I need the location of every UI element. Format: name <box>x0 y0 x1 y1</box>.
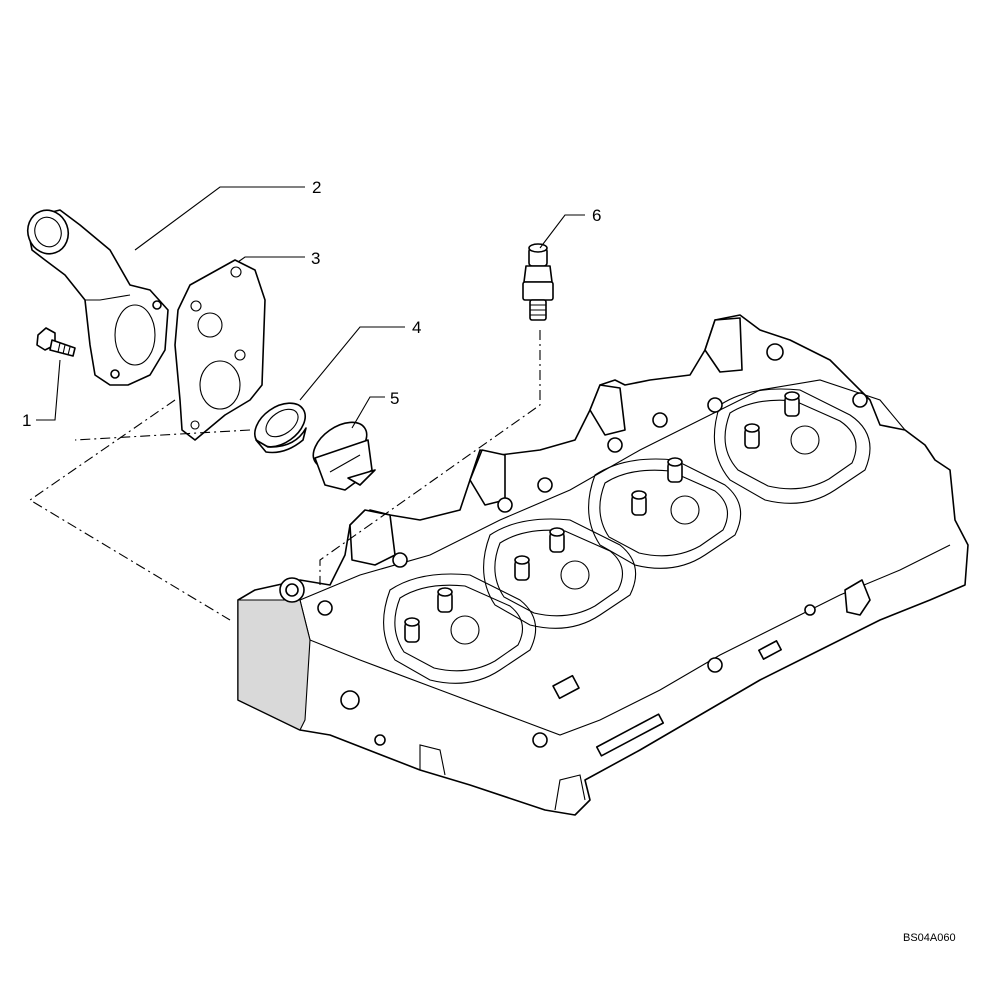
valve-chamber-1 <box>383 573 537 684</box>
valve-chamber-4 <box>713 388 871 504</box>
leader-lines <box>36 186 585 429</box>
assembly-centrelines <box>28 330 541 621</box>
valve-chamber-2 <box>483 518 637 629</box>
callout-3: 3 <box>311 249 320 268</box>
callout-2: 2 <box>312 178 321 197</box>
seal-ring <box>254 402 307 454</box>
callout-1: 1 <box>22 411 31 430</box>
temperature-sender <box>522 243 554 321</box>
thermostat <box>312 421 376 491</box>
cylinder-head <box>237 314 969 816</box>
water-outlet-elbow <box>26 209 169 386</box>
callout-5: 5 <box>390 389 399 408</box>
callout-6: 6 <box>592 206 601 225</box>
valve-chamber-3 <box>588 457 742 569</box>
callout-4: 4 <box>412 318 421 337</box>
bolt <box>36 327 76 357</box>
drawing-reference-code: BS04A060 <box>903 932 956 944</box>
gasket <box>174 259 266 441</box>
